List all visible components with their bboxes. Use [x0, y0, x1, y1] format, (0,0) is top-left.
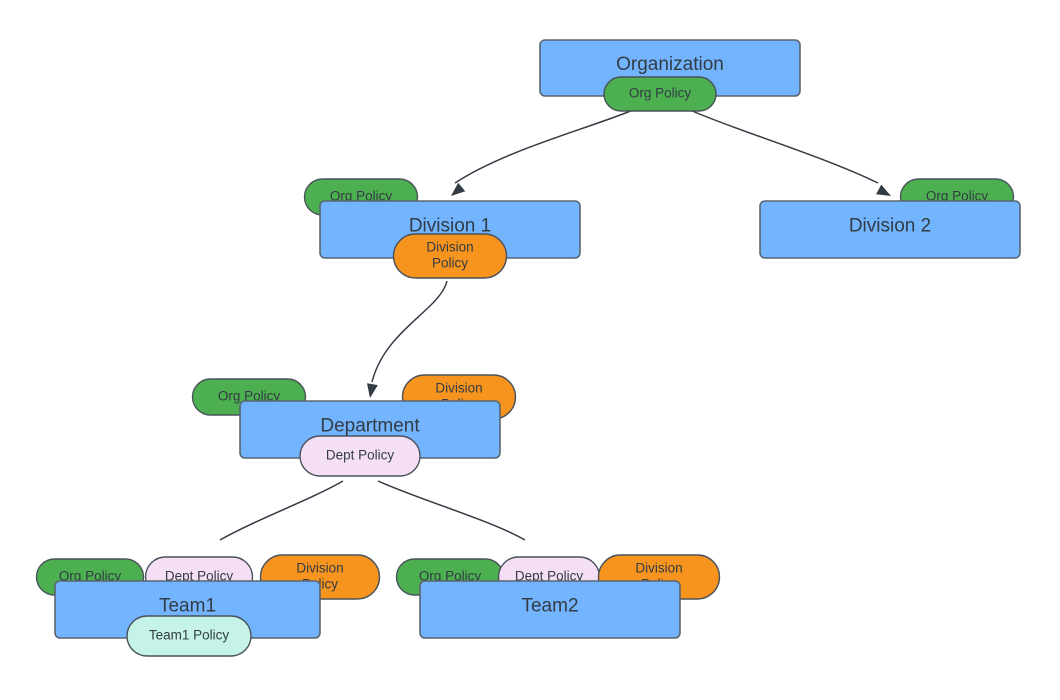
edge-division-1-to-department — [367, 280, 448, 398]
node-label: Organization — [616, 54, 724, 75]
node-box — [759, 200, 1021, 259]
badge-shape — [126, 615, 252, 657]
edge-org-to-division-2 — [689, 109, 891, 196]
badge-label: Org Policy — [926, 189, 989, 204]
arrowhead-icon — [367, 383, 378, 398]
badge-label: Dept Policy — [515, 569, 584, 584]
badge-label: Org Policy — [330, 189, 393, 204]
node-label: Team2 — [521, 596, 578, 617]
edge-org-to-division-1 — [451, 109, 634, 196]
edge-department-to-team1 — [219, 480, 344, 541]
badge-label: Division — [635, 561, 682, 576]
edge-department-to-team2 — [377, 480, 526, 541]
badge-label: Org Policy — [629, 86, 692, 101]
arrowhead-icon — [876, 184, 891, 196]
badge-shape — [299, 435, 421, 477]
edge-line — [377, 480, 526, 541]
node-label: Department — [320, 416, 420, 437]
badge-label: Org Policy — [59, 569, 122, 584]
node-label: Division 1 — [409, 216, 491, 237]
badge-label: Division — [426, 240, 473, 255]
arrowhead-icon — [451, 182, 466, 196]
badge-label: Division — [296, 561, 343, 576]
badge-shape — [603, 76, 717, 112]
badge-label: Division — [435, 381, 482, 396]
edges-layer — [219, 109, 891, 541]
node-label: Team1 — [159, 596, 216, 617]
badge-label: Team1 Policy — [149, 628, 230, 643]
badge-label: Org Policy — [218, 389, 281, 404]
node-department[interactable]: Org PolicyDivisionPolicyDepartmentDept P… — [191, 374, 517, 477]
policy-badge-dept-policy-department[interactable]: Dept Policy — [299, 435, 421, 477]
policy-badge-org-policy-organization[interactable]: Org Policy — [603, 76, 717, 112]
node-box — [419, 580, 681, 639]
edge-line — [219, 480, 344, 541]
badge-label: Policy — [432, 256, 468, 271]
badge-shape — [392, 233, 508, 279]
edge-line — [689, 109, 879, 184]
policy-badge-team1-policy-team1[interactable]: Team1 Policy — [126, 615, 252, 657]
badge-label: Org Policy — [419, 569, 482, 584]
edge-line — [371, 280, 448, 383]
edge-line — [454, 109, 634, 184]
node-label: Division 2 — [849, 216, 931, 237]
badge-label: Dept Policy — [326, 448, 395, 463]
badge-label: Dept Policy — [165, 569, 234, 584]
